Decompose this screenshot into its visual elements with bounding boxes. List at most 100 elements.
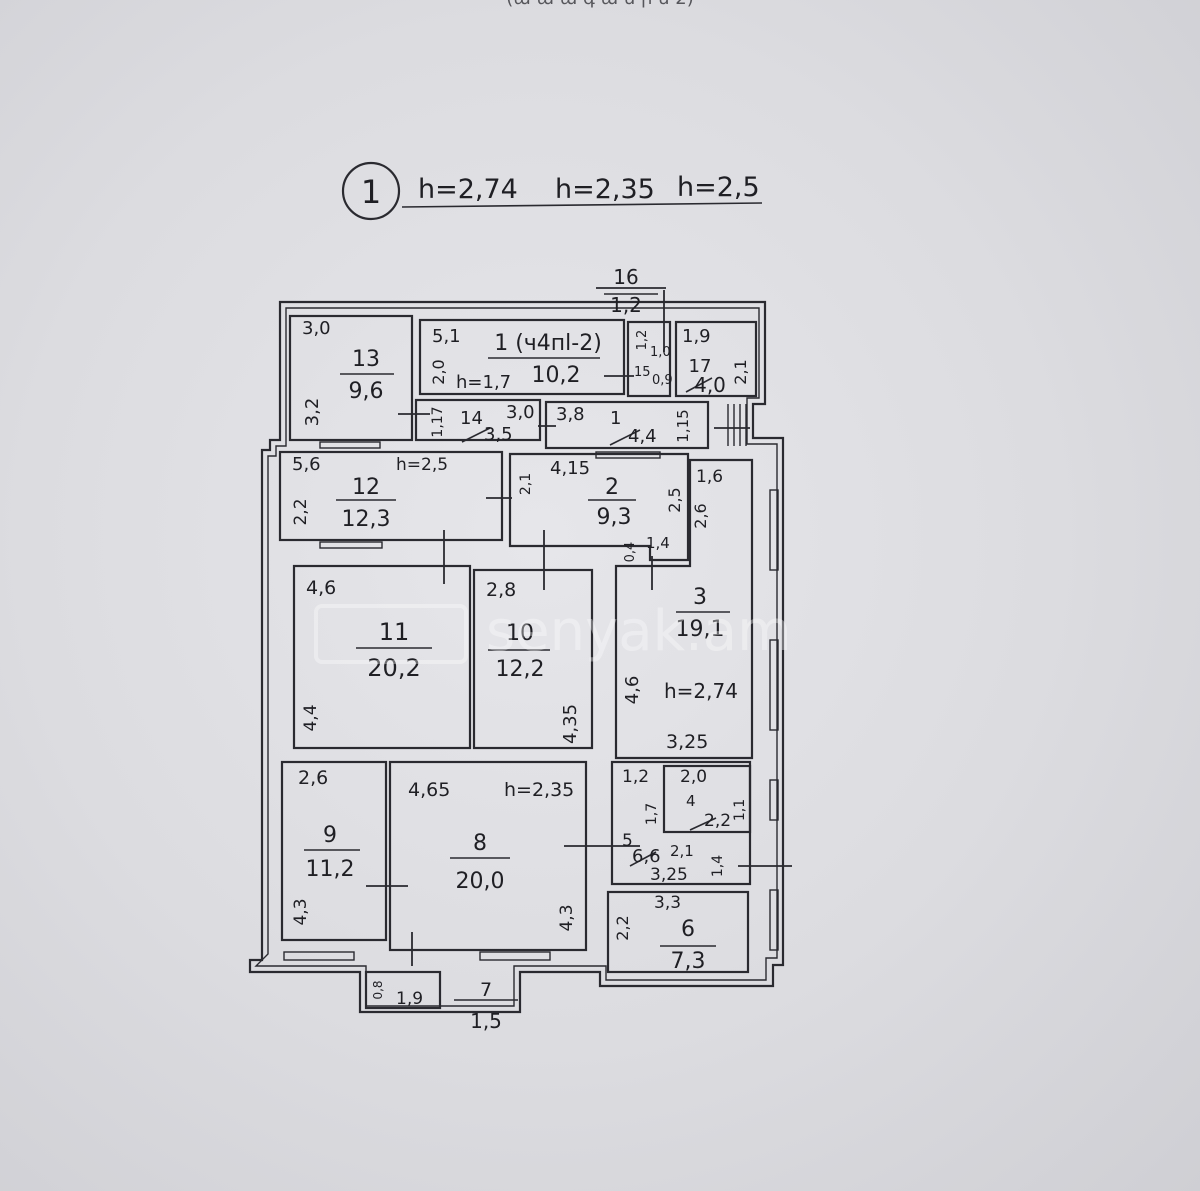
room-17-number: 17 xyxy=(689,356,712,377)
room-5-number: 5 xyxy=(622,831,633,851)
watermark: senyak.am xyxy=(314,599,792,664)
room-16-area: 1,2 xyxy=(610,293,642,317)
room-17-walls xyxy=(674,320,758,398)
room-13-dim-width: 3,0 xyxy=(302,318,331,339)
room-11-number: 11 xyxy=(379,618,410,646)
room-13-area: 9,6 xyxy=(349,379,384,404)
room-5-walls xyxy=(610,760,752,886)
room-9-dim-height: 4,3 xyxy=(291,898,311,925)
room-2-area: 9,3 xyxy=(597,505,632,530)
header-height-1: h=2,74 xyxy=(418,174,518,205)
room-15-dim-a: 1,2 xyxy=(635,330,650,351)
room-14-dim-a: 1,17 xyxy=(430,406,446,437)
room-10-area: 12,2 xyxy=(496,657,545,682)
room-2-number: 2 xyxy=(605,475,619,500)
room-9-number: 9 xyxy=(323,823,337,848)
room-12-area: 12,3 xyxy=(342,507,391,532)
room-6-area: 7,3 xyxy=(671,949,706,974)
entrance-steps xyxy=(727,404,747,446)
room-2-dim-width: 4,15 xyxy=(550,458,590,479)
room-11-dim-height: 4,4 xyxy=(301,704,321,731)
room-6-walls xyxy=(606,890,750,974)
room-5-dim-b: 3,25 xyxy=(650,865,688,885)
door-marks xyxy=(366,287,792,966)
room-2-dim-c: 0,4 xyxy=(623,542,638,563)
room-3-number: 3 xyxy=(693,585,707,610)
room-6-dim-height: 2,2 xyxy=(613,915,632,940)
room-1-dim-width: 5,1 xyxy=(432,326,461,347)
room-5-dim-a: 2,1 xyxy=(670,842,694,860)
room-1-walls xyxy=(418,318,626,396)
room-17-dim-height: 2,1 xyxy=(731,359,750,384)
header-height-3: h=2,5 xyxy=(677,172,760,203)
room-10-number: 10 xyxy=(506,621,534,646)
header-underline xyxy=(401,202,763,208)
room-lower1-dim-height: 1,15 xyxy=(674,409,692,442)
room-3-dim-b: 2,6 xyxy=(691,503,710,528)
room-14-walls xyxy=(414,398,542,442)
room-8-dim-height: 4,3 xyxy=(557,904,577,931)
room-1-area: 10,2 xyxy=(532,363,581,388)
room-17-dim-width: 1,9 xyxy=(682,326,711,347)
room-4-dim-d: 1,1 xyxy=(732,799,748,821)
room-13-number: 13 xyxy=(352,347,380,372)
floor-number-circle xyxy=(341,161,401,221)
room-9-area: 11,2 xyxy=(306,857,355,882)
room-7-area: 1,5 xyxy=(470,1009,502,1033)
room-3-walls xyxy=(614,458,754,760)
room-12-dim-width: 5,6 xyxy=(292,454,321,475)
room-4-dim-a: 1,2 xyxy=(622,767,649,787)
room-4-number: 4 xyxy=(686,792,696,810)
room-15-dim-b: 1,0 xyxy=(650,345,671,360)
room-1-number: 1 (ч4пl-2) xyxy=(494,331,602,356)
room-15-area: 0,9 xyxy=(652,373,673,388)
room-11-area: 20,2 xyxy=(367,654,420,682)
room-11-dim-width: 4,6 xyxy=(306,577,336,599)
room-7-dim-b: 1,9 xyxy=(396,989,423,1009)
room-9-dim-width: 2,6 xyxy=(298,767,328,789)
outer-wall xyxy=(248,300,785,1014)
room-3-dim-a: 1,6 xyxy=(696,467,723,487)
room-13-walls xyxy=(288,314,414,442)
top-cut-text: (ա ա ա գ ա ն ր ն 2) xyxy=(506,0,693,9)
room-10-walls xyxy=(472,568,594,750)
room-4-area: 2,2 xyxy=(704,811,731,831)
room-16-number: 16 xyxy=(613,265,638,289)
room-4-dim-b: 2,0 xyxy=(680,767,707,787)
room-14-dim-b: 3,0 xyxy=(506,402,535,423)
watermark-text: senyak.am xyxy=(486,599,792,664)
header-height-2: h=2,35 xyxy=(555,174,655,205)
room-13-dim-height: 3,2 xyxy=(302,398,323,427)
room-7-number: 7 xyxy=(480,979,492,1001)
room-3-height: h=2,74 xyxy=(664,679,738,703)
room-6-dim-width: 3,3 xyxy=(654,893,681,913)
room-14-number: 14 xyxy=(460,408,483,429)
room-10-dim-height: 4,35 xyxy=(560,704,581,744)
room-1-dim-height: 2,0 xyxy=(429,359,448,384)
room-2-walls xyxy=(508,452,690,562)
room-8-height: h=2,35 xyxy=(504,779,574,801)
room-lower1-walls xyxy=(544,400,710,450)
room-6-number: 6 xyxy=(681,917,695,942)
room-14-area: 3,5 xyxy=(484,424,513,445)
room-lower1-number: 1 xyxy=(610,408,621,429)
room-10-dim-width: 2,8 xyxy=(486,579,516,601)
room-2-dim-b: 2,5 xyxy=(665,487,684,512)
windows xyxy=(283,441,779,961)
room-5-dim-c: 1,4 xyxy=(710,855,726,877)
room-7-walls xyxy=(364,970,442,1010)
room-8-walls xyxy=(388,760,588,952)
room-8-dim-width: 4,65 xyxy=(408,779,450,801)
room-1-height: h=1,7 xyxy=(456,372,511,393)
room-3-dim-d: 3,25 xyxy=(666,731,708,753)
room-lower1-dim-width: 3,8 xyxy=(556,404,585,425)
room-12-number: 12 xyxy=(352,475,380,500)
room-2-dim-d: 1,4 xyxy=(646,534,670,552)
room-8-number: 8 xyxy=(473,831,487,856)
room-9-walls xyxy=(280,760,388,942)
room-17-area: 4,0 xyxy=(694,373,726,397)
room-4-dim-c: 1,7 xyxy=(644,803,660,825)
room-15-number: 15 xyxy=(634,365,651,380)
floor-number: 1 xyxy=(361,173,381,211)
